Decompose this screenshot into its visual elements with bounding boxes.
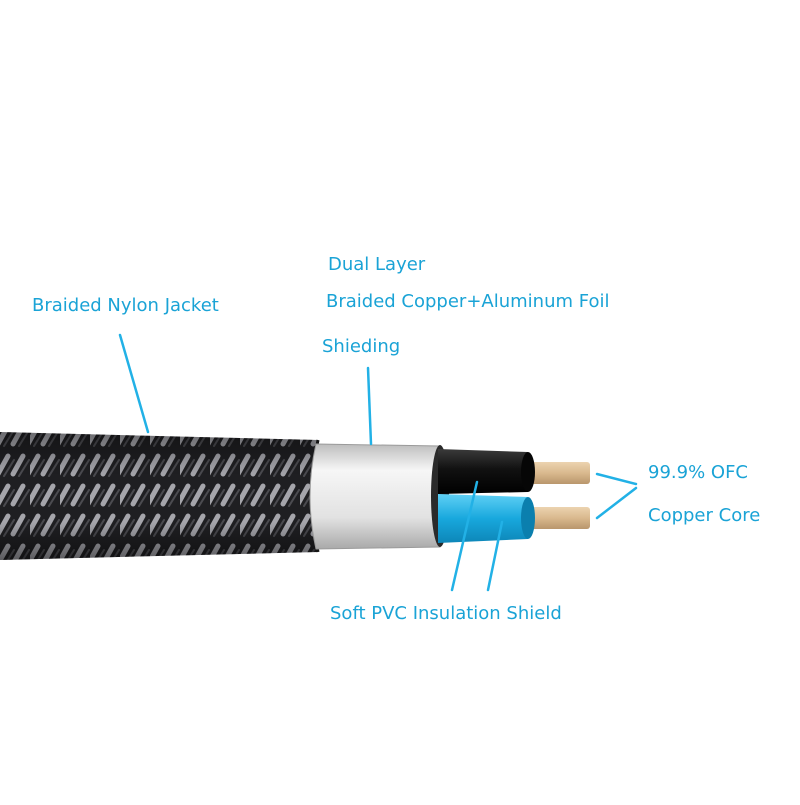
- insulation-leader-line-right: [486, 520, 504, 592]
- shield-label-line1: Dual Layer: [328, 254, 426, 275]
- shield-label-line3: Shieding: [322, 336, 401, 357]
- leader-lines: [118, 333, 638, 592]
- foil-shield: [309, 443, 449, 550]
- jacket-label: Braided Nylon Jacket: [32, 295, 219, 316]
- blue-wire: [438, 494, 535, 543]
- core-leader-line-top: [595, 472, 638, 486]
- core-leader-line-bottom: [595, 486, 638, 520]
- shield-leader-line: [366, 366, 373, 446]
- copper-cores: [520, 462, 590, 529]
- shield-label-line2: Braided Copper+Aluminum Foil: [326, 291, 610, 312]
- core-label-line1: 99.9% OFC: [648, 462, 748, 483]
- black-wire: [438, 449, 535, 494]
- braided-jacket: [0, 432, 320, 560]
- insulation-label: Soft PVC Insulation Shield: [330, 603, 562, 624]
- insulation-leader-line-left: [450, 480, 479, 592]
- core-label-line2: Copper Core: [648, 505, 761, 526]
- jacket-leader-line: [118, 333, 150, 434]
